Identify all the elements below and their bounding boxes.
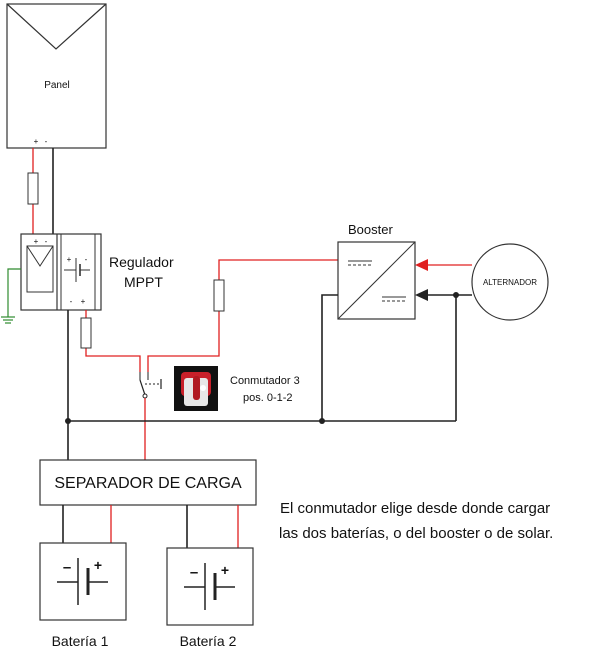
booster-positive-wire	[147, 259, 338, 372]
separator-label: SEPARADOR DE CARGA	[54, 475, 242, 492]
arrow-positive-icon	[415, 259, 428, 271]
rotary-switch-icon	[174, 366, 218, 411]
alternator-circle	[471, 243, 549, 321]
alternator: ALTERNADOR	[471, 243, 549, 321]
regulator-positive-wire	[85, 310, 141, 372]
booster: Booster	[337, 222, 416, 320]
regulator-fuse	[80, 317, 92, 349]
note-line1: El conmutador elige desde donde cargar	[280, 500, 550, 517]
selector-switch	[139, 372, 162, 460]
battery-1: – + Batería 1	[39, 542, 127, 649]
battery2-label: Batería 2	[180, 633, 237, 649]
panel-minus: -	[45, 137, 48, 146]
battery2-symbol-icon	[184, 563, 235, 610]
booster-label: Booster	[348, 222, 393, 237]
battery1-box	[39, 542, 127, 621]
battery2-plus: +	[221, 562, 229, 578]
solar-panel: Panel + -	[6, 3, 107, 149]
arrow-negative-icon	[415, 289, 428, 301]
regulator-pv-plus: +	[34, 237, 39, 246]
battery1-symbol-icon	[57, 558, 108, 605]
panel-triangle-icon	[6, 3, 107, 50]
regulator-battery-icon: + -	[64, 255, 90, 282]
battery1-minus: –	[63, 559, 71, 576]
regulator-bat-plus: +	[81, 297, 86, 306]
charge-separator: SEPARADOR DE CARGA	[39, 459, 257, 506]
svg-text:-: -	[85, 255, 88, 264]
alternator-label: ALTERNADOR	[483, 278, 537, 287]
booster-fuse	[213, 279, 225, 312]
switch-label-line2: pos. 0-1-2	[243, 392, 293, 404]
battery1-label: Batería 1	[52, 633, 109, 649]
battery-2: – + Batería 2	[166, 547, 254, 649]
regulator-label-line1: Regulador	[109, 254, 174, 270]
regulator-bat-minus: -	[70, 297, 73, 306]
panel-box	[6, 3, 107, 149]
ground-icon	[1, 268, 21, 324]
battery2-minus: –	[190, 564, 198, 581]
regulator-pv-icon	[26, 245, 54, 293]
battery1-plus: +	[94, 557, 102, 573]
regulator-label-line2: MPPT	[124, 274, 163, 290]
separator-box	[39, 459, 257, 506]
panel-wires	[27, 148, 54, 234]
regulator-pv-minus: -	[45, 237, 48, 246]
switch-label-line1: Conmutador 3	[230, 375, 300, 387]
battery2-box	[166, 547, 254, 626]
svg-text:+: +	[67, 255, 72, 264]
mppt-regulator: + - + - - + Regulador MPPT	[20, 233, 174, 311]
panel-plus: +	[34, 137, 39, 146]
note-line2: las dos baterías, o del booster o de sol…	[279, 525, 553, 542]
booster-negative-wire	[321, 294, 338, 421]
panel-label: Panel	[44, 80, 70, 91]
panel-fuse	[27, 172, 39, 205]
